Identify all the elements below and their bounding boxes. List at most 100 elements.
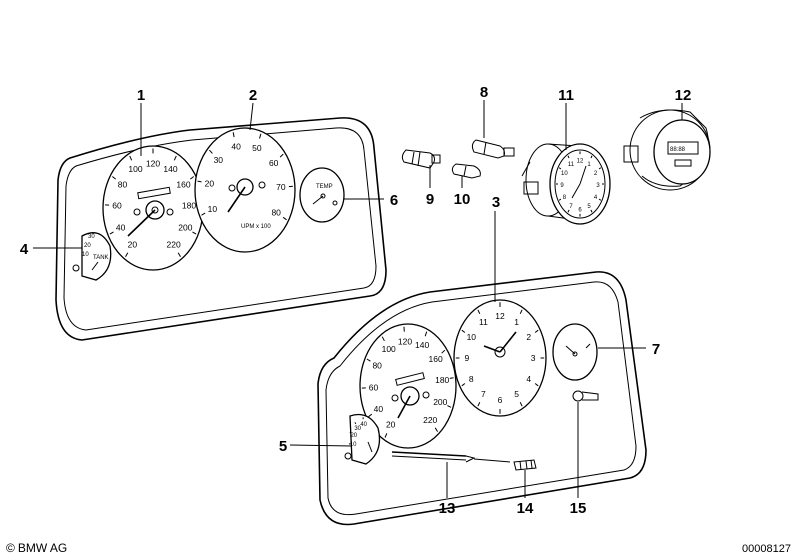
speedometer-top-scale-label: 40 [116, 223, 126, 233]
clock-top-scale-label: 3 [596, 183, 600, 189]
tachometer-scale-tick [279, 153, 284, 158]
speedometer-top-scale-label: 120 [146, 158, 160, 168]
clock-top-scale-label: 6 [578, 208, 582, 214]
speedometer-top-scale-tick [173, 155, 177, 161]
speedometer-top-scale-label: 220 [167, 240, 181, 250]
fuel-bottom-scale-tick [354, 422, 357, 425]
clock-top-scale-label: 9 [560, 183, 564, 189]
clock-bottom-scale-tick [534, 383, 539, 387]
clock-top-scale-tick [590, 209, 593, 213]
speedometer-top-scale-label: 200 [178, 223, 192, 233]
speedometer-top-scale-tick [109, 231, 114, 235]
callout-14: 14 [517, 500, 534, 517]
speedometer-bottom-scale-tick [434, 427, 439, 432]
speedometer-top-scale-tick [125, 252, 129, 258]
callout-3: 3 [492, 194, 500, 211]
speedometer-bottom-scale-tick [424, 331, 428, 337]
speedometer-top-scale-label: 20 [128, 240, 138, 250]
clock-bottom-scale-label: 2 [526, 332, 531, 342]
tachometer-scale-tick [209, 149, 213, 154]
bulb-15 [572, 390, 599, 402]
fuel-bottom-scale-label: 20 [350, 433, 357, 439]
clock-top-scale-tick [598, 167, 602, 170]
clock-bottom-scale-tick [461, 383, 466, 387]
speedometer-top-scale-label: 80 [118, 179, 128, 189]
speedometer-bottom-scale-tick [381, 336, 385, 342]
top-cluster-housing [55, 117, 387, 341]
tachometer-scale-tick [282, 216, 287, 221]
speedometer-bottom-scale-tick [447, 405, 452, 408]
speedometer-top-scale-label: 160 [176, 179, 190, 189]
tank-gauge-top: 30 20 10 TANK [72, 232, 112, 281]
speedometer-top-scale-tick [189, 176, 195, 180]
tank-label: TANK [93, 255, 109, 261]
clock-bottom-scale-label: 6 [498, 395, 503, 405]
speedometer-bottom-scale-tick [368, 413, 373, 418]
speedometer-bottom-scale-label: 160 [429, 354, 443, 364]
clock-top-scale-label: 4 [594, 195, 598, 201]
speedometer-bottom-scale-label: 120 [398, 337, 412, 347]
tachometer-scale-label: 10 [208, 204, 218, 214]
clock-bottom-scale-label: 10 [467, 332, 477, 342]
clock-top-scale-tick [567, 209, 570, 213]
callout-7: 7 [652, 341, 660, 358]
tachometer-legend: UPM x 100 [241, 224, 271, 230]
bottom-cluster-housing [317, 271, 647, 526]
speedometer-top-scale-tick [111, 176, 117, 180]
speedometer-bottom-scale-tick [449, 377, 454, 379]
clock-top-scale-label: 5 [587, 204, 591, 210]
copyright-mark: © [6, 541, 15, 555]
clock-bottom-scale-tick [477, 309, 481, 315]
speedometer-bottom-scale-label: 180 [435, 375, 449, 385]
part-number: 00008127 [742, 543, 791, 555]
speedometer-top-scale-label: 100 [128, 164, 142, 174]
callout-2: 2 [249, 87, 257, 104]
clock-bottom-scale-label: 9 [465, 353, 470, 363]
speedometer-bottom-scale-label: 20 [386, 420, 396, 430]
speedometer-top-scale-label: 140 [163, 164, 177, 174]
speedometer-top-scale-tick [129, 155, 133, 161]
callout-11: 11 [558, 87, 574, 104]
clock-bottom-scale-tick [534, 329, 539, 333]
speedometer-bottom-scale-label: 40 [374, 404, 384, 414]
fuel-bottom-scale-tick [349, 431, 352, 434]
callout-9: 9 [426, 191, 434, 208]
clock-bottom-scale-tick [477, 401, 481, 407]
speedometer-bottom-scale-label: 200 [433, 397, 447, 407]
tachometer-scale-label: 80 [271, 207, 281, 217]
speedometer-bottom-scale-label: 220 [423, 415, 437, 425]
clock-top-scale-label: 7 [569, 204, 573, 210]
callout-4: 4 [20, 241, 29, 258]
speedometer-top-scale-tick [192, 231, 197, 235]
tachometer-scale-tick [197, 180, 202, 183]
speedometer-bottom-scale-tick [441, 349, 446, 354]
callout-8: 8 [480, 84, 488, 101]
clock-bottom-scale-label: 5 [514, 389, 519, 399]
clock-top-scale-tick [558, 167, 562, 170]
speedometer-bottom-scale-tick [384, 433, 388, 438]
clock-top-scale-tick [590, 155, 593, 159]
leader-lines [33, 100, 683, 498]
tachometer-scale-label: 30 [214, 155, 224, 165]
callout-5: 5 [279, 438, 287, 455]
clock-top-scale-label: 8 [563, 195, 567, 201]
callout-15: 15 [570, 500, 587, 517]
speedometer-top-scale-label: 180 [182, 201, 196, 211]
clock-top-scale-label: 10 [561, 171, 568, 177]
tachometer-scale-label: 70 [276, 182, 286, 192]
svg-text:88:88: 88:88 [670, 147, 686, 153]
svg-text:10: 10 [82, 252, 89, 258]
bolt-14 [513, 459, 537, 471]
callouts: 1 2 3 4 5 6 7 8 9 10 11 12 13 14 15 [20, 84, 692, 517]
clock-top-scale-label: 11 [568, 162, 575, 168]
temp-gauge-bottom [552, 323, 598, 381]
callout-10: 10 [454, 191, 471, 208]
bulb-socket-9 [401, 149, 441, 169]
callout-1: 1 [137, 87, 145, 104]
